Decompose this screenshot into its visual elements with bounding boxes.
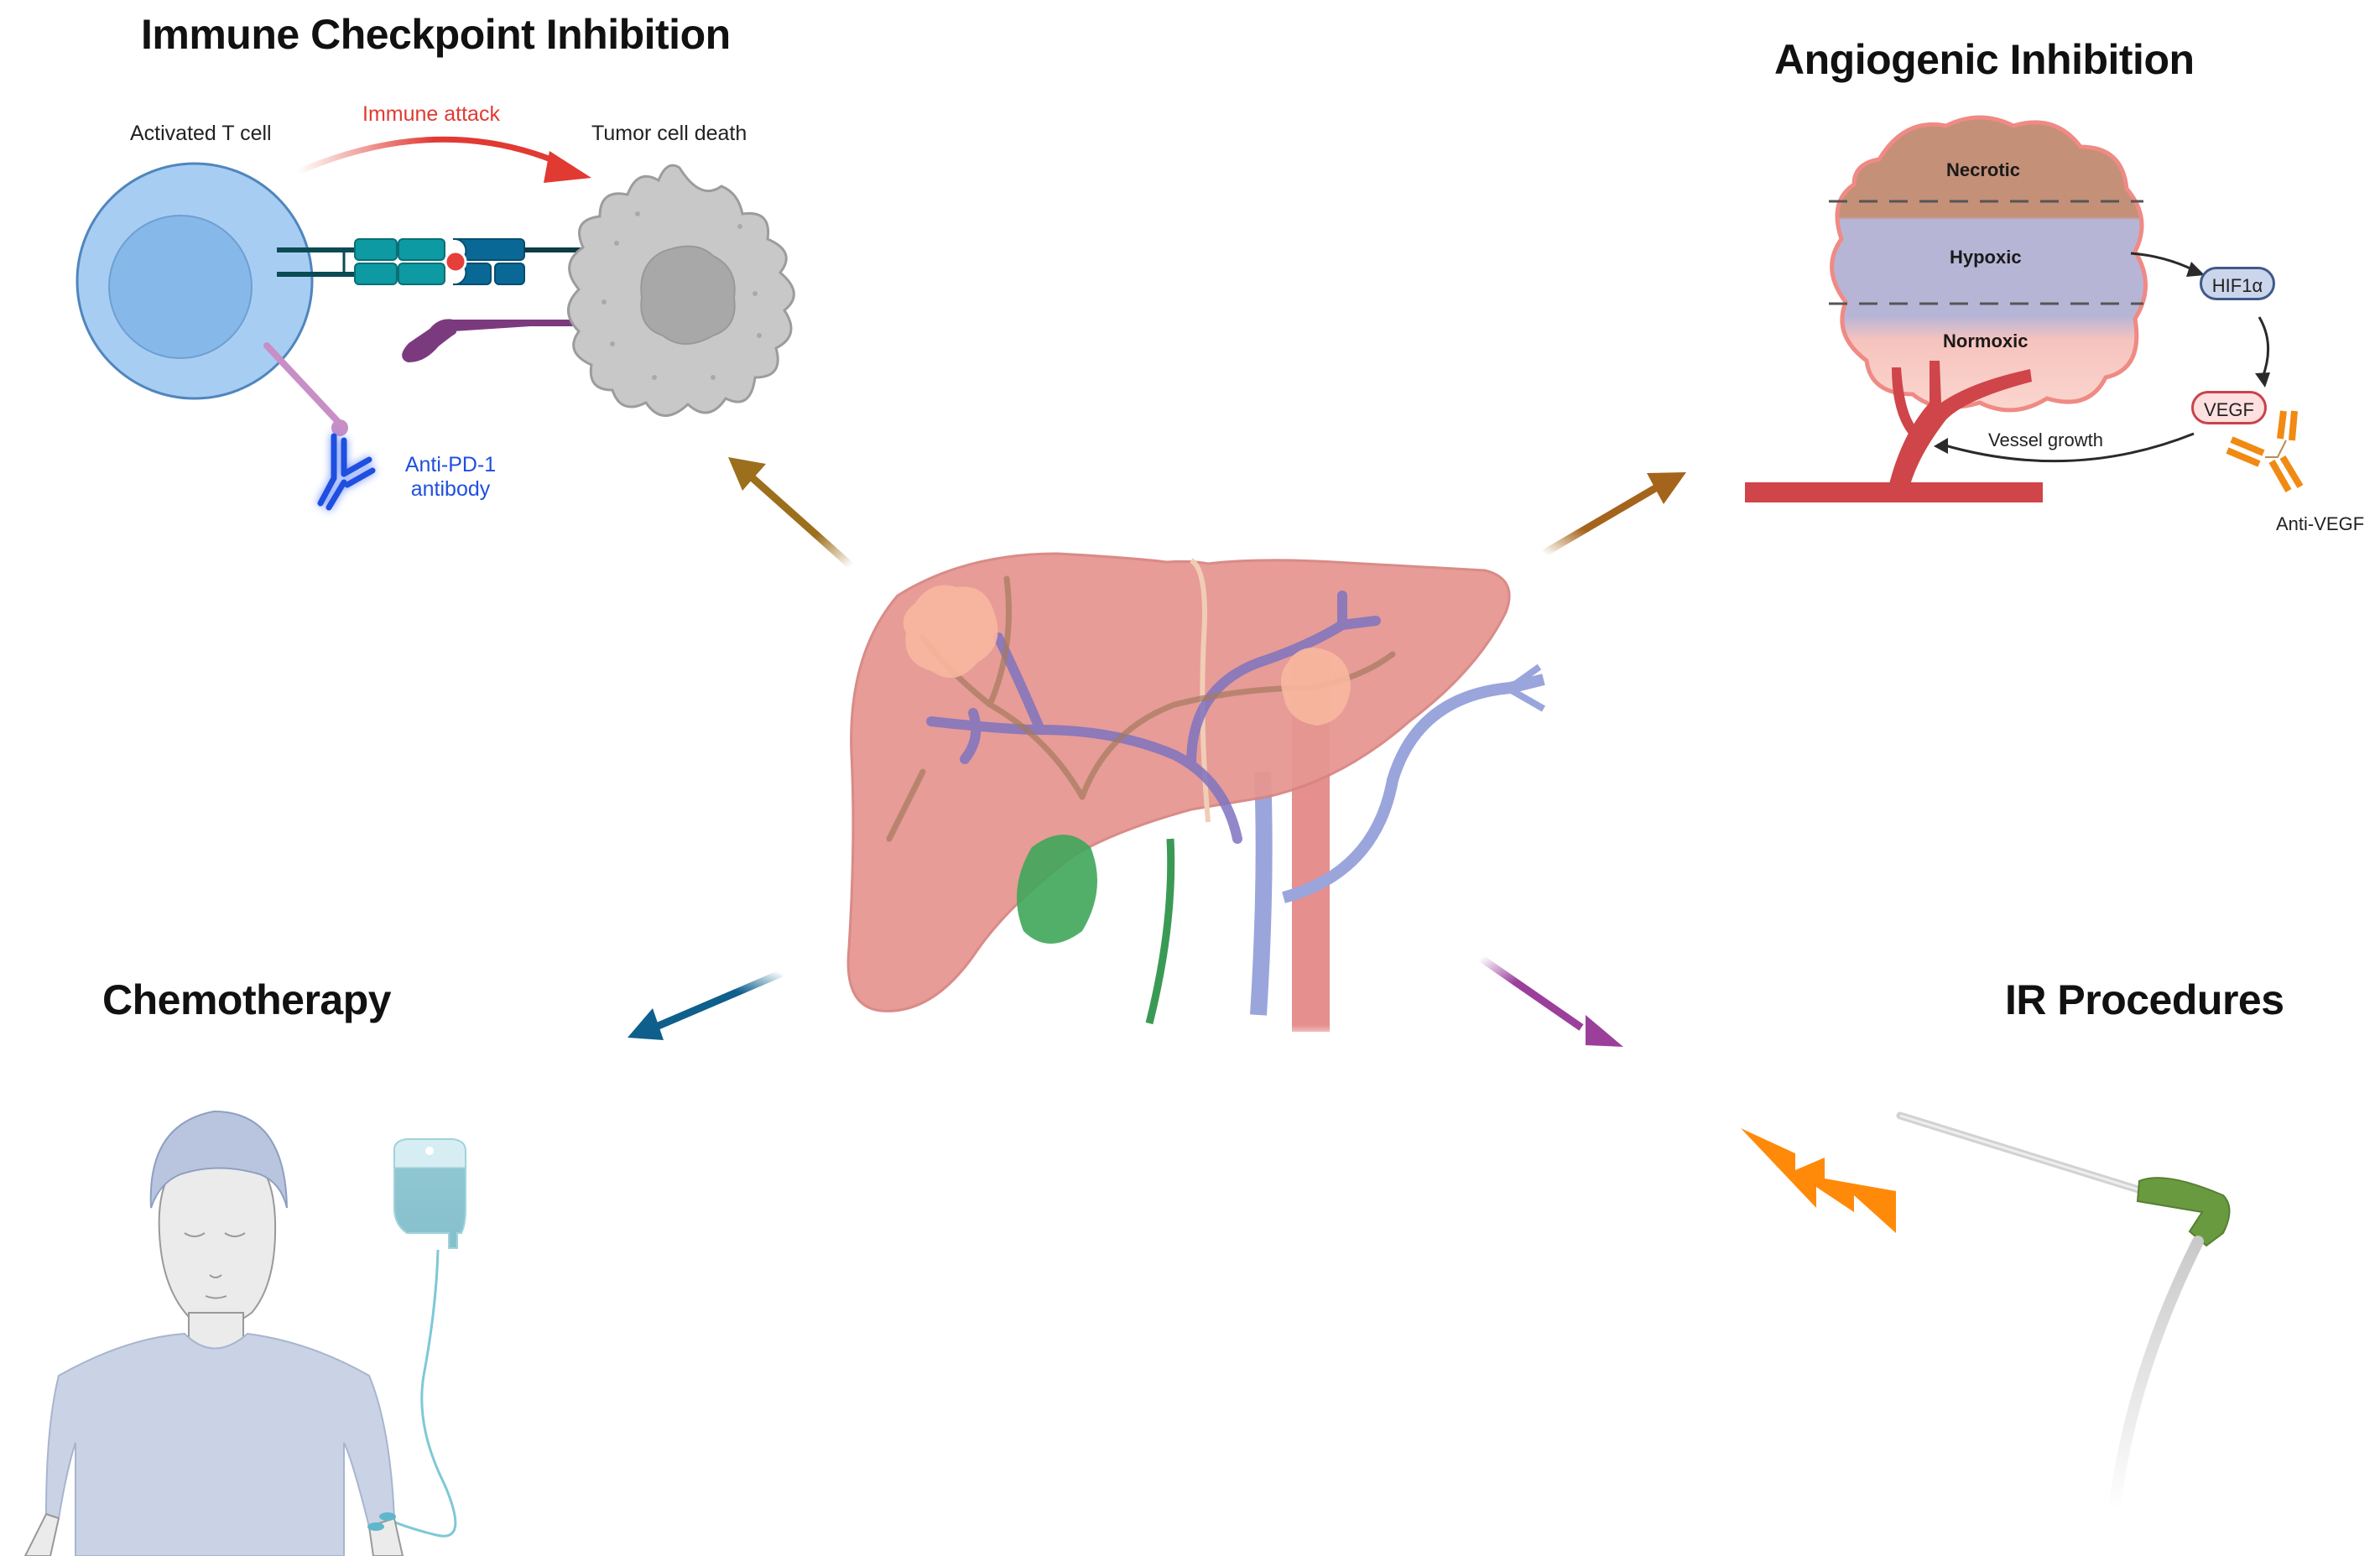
checkpoint-receptor-complex <box>277 237 583 286</box>
liver-illustration <box>831 552 1552 1040</box>
gallbladder <box>1017 835 1097 944</box>
patient-beanie <box>149 1110 288 1209</box>
immune-attack-label: Immune attack <box>362 102 500 126</box>
hypoxic-to-hif-arrow <box>2130 252 2195 272</box>
immune-attack-arrowhead <box>544 151 591 183</box>
zone-normoxic-label: Normoxic <box>1943 330 2028 351</box>
ir-panel-graphic <box>1741 1111 2231 1516</box>
hif1a-node: HIF1α <box>2200 267 2275 300</box>
probe-handle <box>2136 1177 2231 1247</box>
liver-tumor-right <box>1280 648 1351 726</box>
angiogenic-panel-graphic <box>1745 115 2304 502</box>
checkpoint-ligand-dot <box>444 250 467 273</box>
anti-pd1-antibody-icon <box>317 433 376 511</box>
blood-vessel <box>1745 361 2043 502</box>
purple-ligand <box>402 319 586 363</box>
hif-to-vegf-arrow <box>2258 316 2270 378</box>
hepatic-veins <box>926 591 1381 844</box>
liver-tumor-left <box>903 585 998 678</box>
ir-procedures-panel-title: IR Procedures <box>2005 976 2284 1023</box>
arrow-to-immune <box>728 457 854 570</box>
arrow-to-angiogenic <box>1541 472 1686 557</box>
angiogenic-panel-title: Angiogenic Inhibition <box>1774 36 2195 83</box>
zone-necrotic-label: Necrotic <box>1946 159 2021 180</box>
tumor-cell-death-label: Tumor cell death <box>591 122 747 145</box>
vein-branch-right <box>1282 674 1545 903</box>
anti-vegf-antibody-icon <box>2226 410 2304 492</box>
arrow-to-chemo <box>628 969 784 1040</box>
iv-tube <box>385 1249 457 1538</box>
zone-hypoxic-label: Hypoxic <box>1950 247 2022 268</box>
anti-pd1-label: Anti-PD-1 antibody <box>404 453 497 502</box>
chemo-panel-graphic <box>23 1110 466 1556</box>
vessel-growth-label: Vessel growth <box>1988 429 2103 450</box>
antibody-tether <box>263 342 343 427</box>
probe-cable <box>2108 1236 2204 1516</box>
tumor-cell-nucleus <box>640 245 736 345</box>
energy-bolt-icon <box>1741 1128 1896 1233</box>
immune-panel-title: Immune Checkpoint Inhibition <box>141 11 731 58</box>
t-cell-nucleus <box>108 215 253 359</box>
vegf-node: VEGF <box>2191 391 2267 424</box>
iv-bag <box>393 1138 466 1249</box>
anti-pd1-label-line1: Anti-PD-1 <box>404 453 497 476</box>
chemotherapy-panel-title: Chemotherapy <box>102 976 392 1023</box>
patient-arm-left <box>23 1512 60 1556</box>
immune-panel-graphic <box>76 136 795 511</box>
tumor-mass <box>1830 115 2148 413</box>
immune-attack-arrow <box>296 136 572 175</box>
anti-pd1-label-line2: antibody <box>410 477 491 501</box>
vessel-growth-arrow <box>1941 432 2195 463</box>
iv-catheter-icon <box>367 1512 396 1531</box>
t-cell-label: Activated T cell <box>130 122 272 145</box>
anti-vegf-label: Anti-VEGF <box>2276 513 2365 534</box>
patient-shirt <box>44 1332 396 1556</box>
